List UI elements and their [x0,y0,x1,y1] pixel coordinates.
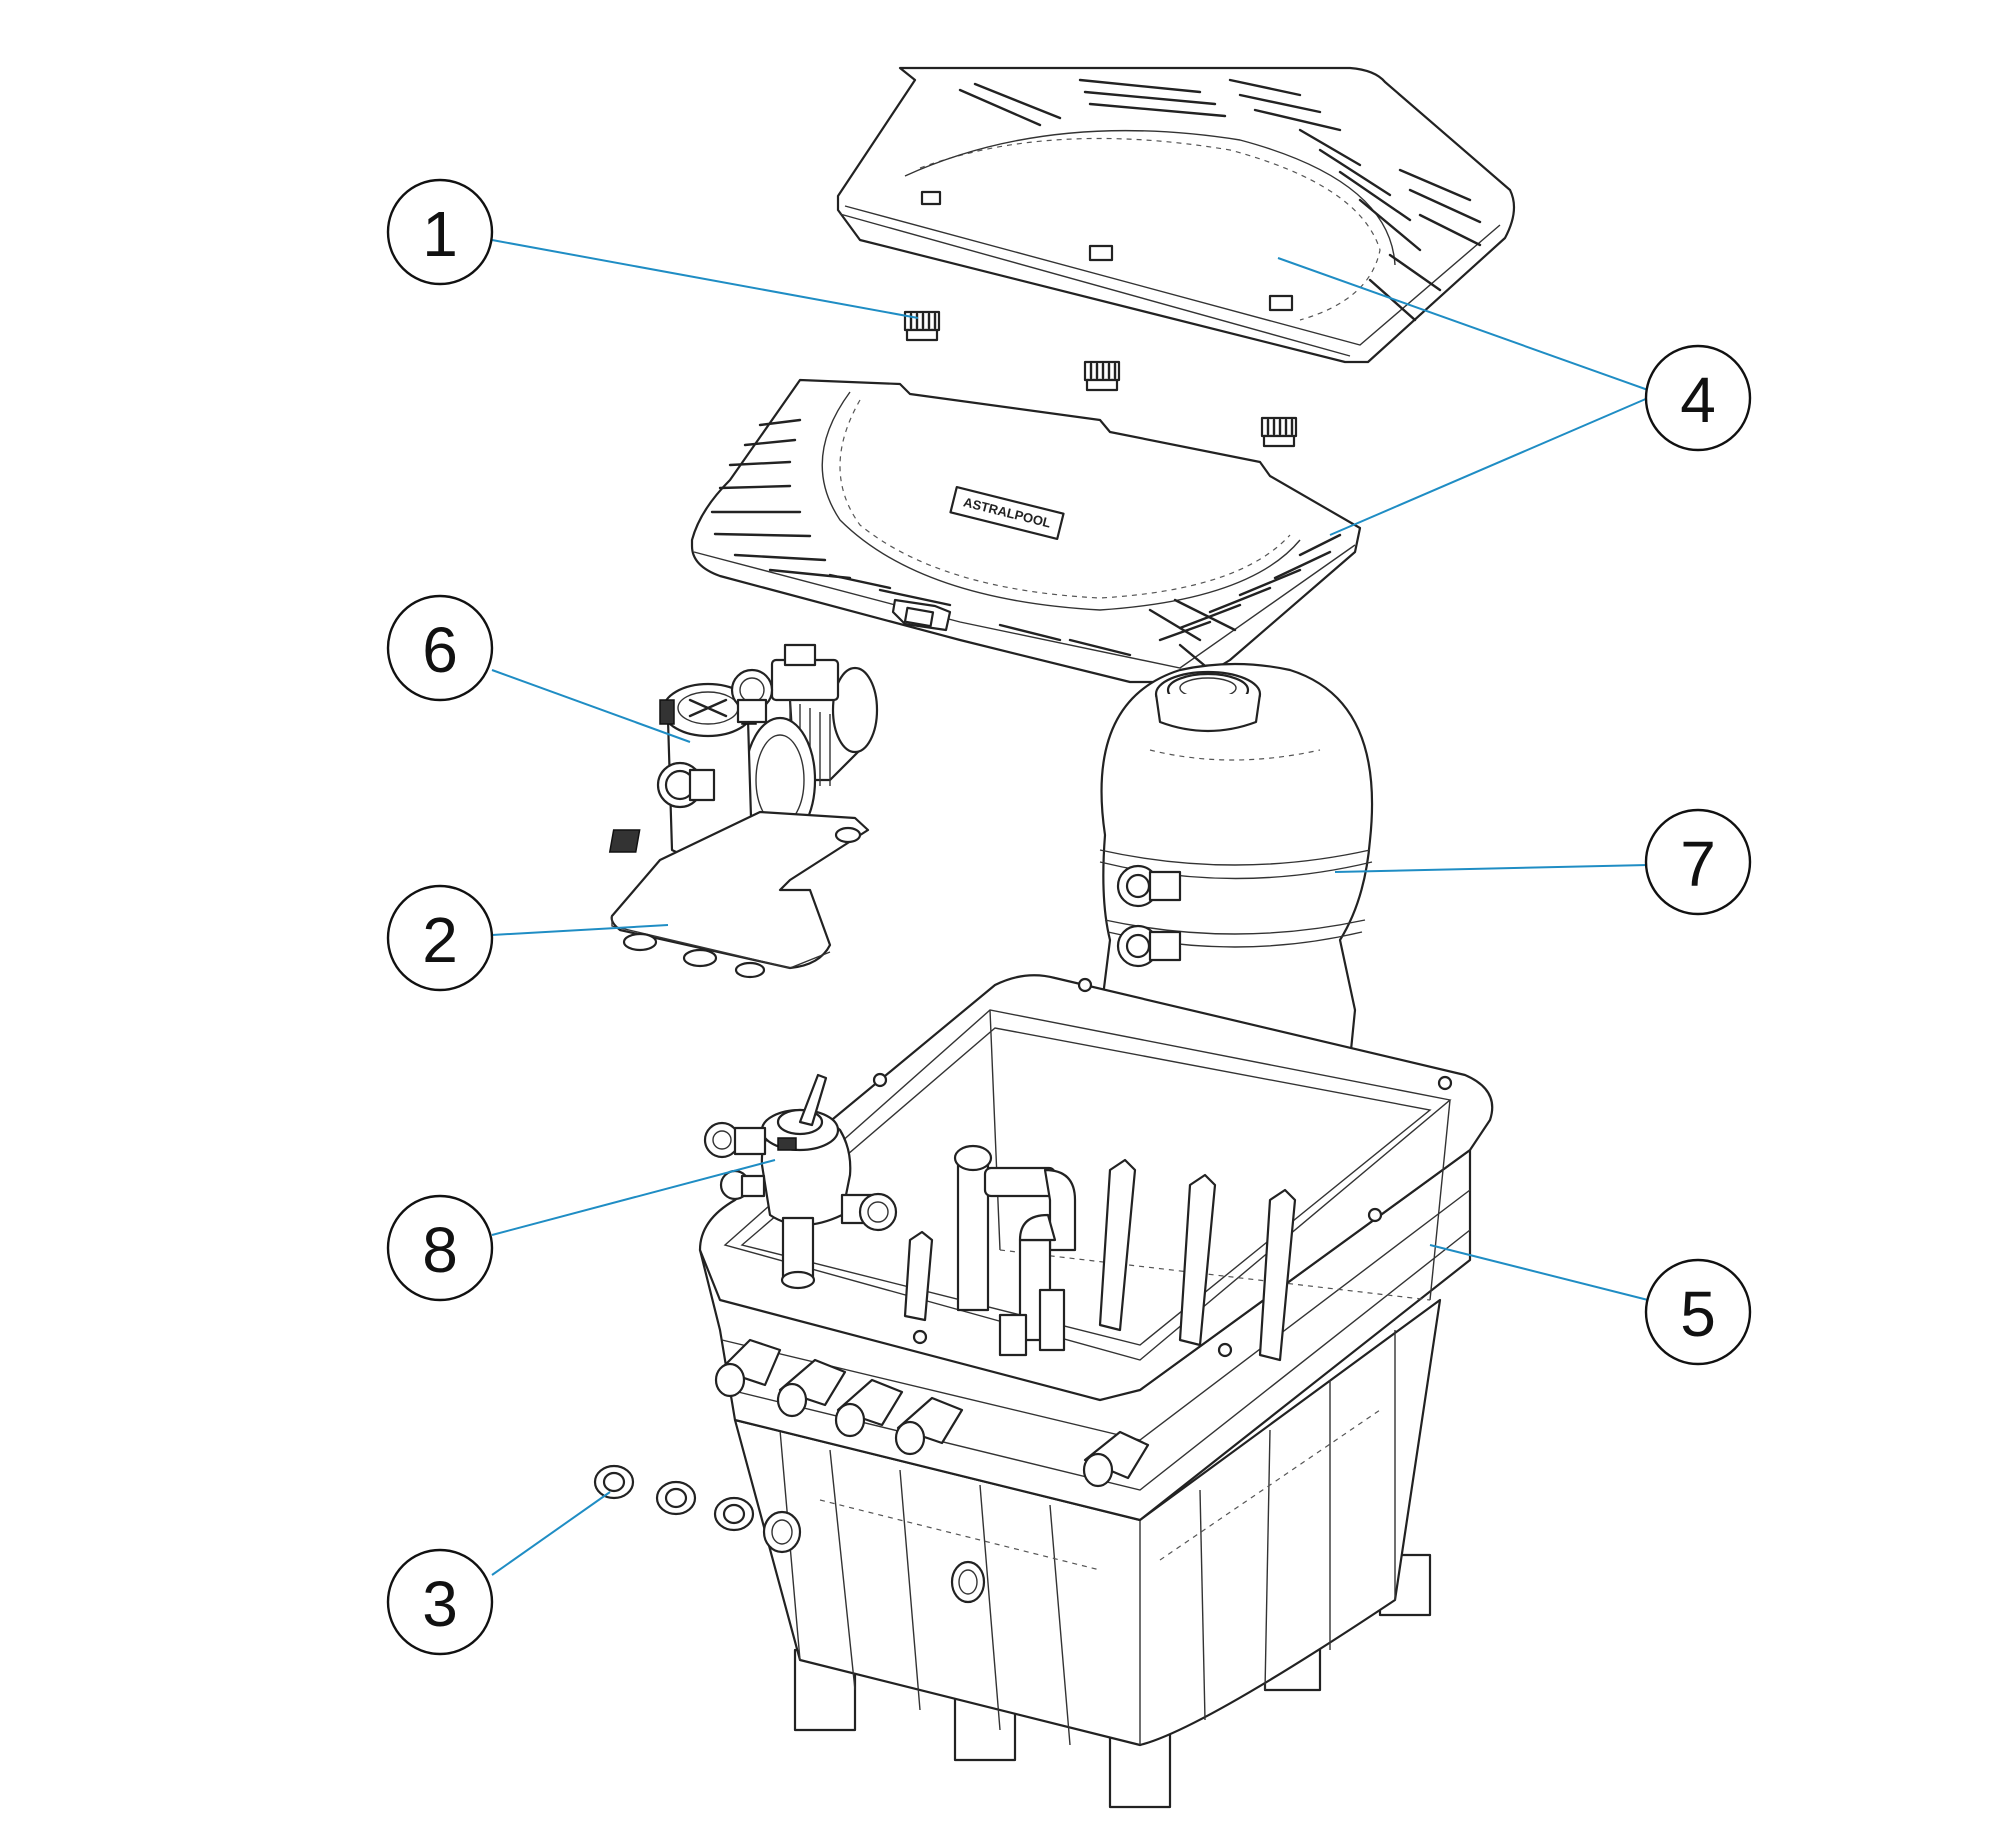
callout-8-label: 8 [422,1214,458,1286]
callout-5-label: 5 [1680,1278,1716,1350]
leader-1 [491,239,919,319]
callout-6: 6 [386,594,494,702]
callout-8: 8 [386,1194,494,1302]
leader-lines [491,239,1649,1576]
filter-box [698,974,1494,1809]
callout-7-label: 7 [1680,828,1716,900]
lid-panel-top [836,66,1516,364]
lid-panel-bottom: ASTRALPOOL [690,378,1362,684]
leader-3 [491,1491,611,1576]
pump-base-plate [610,810,870,979]
leader-5 [1429,1244,1649,1301]
lid-bottom-vent-slots [710,418,1342,672]
callout-4: 4 [1644,344,1752,452]
lid-top-vent-slots [958,78,1482,322]
leader-4b [1329,397,1649,536]
callout-6-label: 6 [422,614,458,686]
callout-2: 2 [386,884,494,992]
callout-4-label: 4 [1680,364,1716,436]
selector-valve-assembly [703,1073,898,1290]
callout-1: 1 [386,178,494,286]
leader-4a [1277,257,1649,391]
seal-rings [593,1464,755,1532]
callout-5: 5 [1644,1258,1752,1366]
lid-clips [903,310,1298,448]
callout-3-label: 3 [422,1568,458,1640]
callout-3: 3 [386,1548,494,1656]
leader-6 [491,669,691,743]
box-internal-ribs [903,1158,1297,1362]
box-internal-piping [953,1144,1077,1357]
box-front-nozzles [714,1338,1150,1488]
callout-2-label: 2 [422,904,458,976]
leader-7 [1334,864,1649,873]
callout-1-label: 1 [422,198,458,270]
leader-2 [491,924,669,936]
callout-7: 7 [1644,808,1752,916]
leader-8 [491,1159,776,1236]
